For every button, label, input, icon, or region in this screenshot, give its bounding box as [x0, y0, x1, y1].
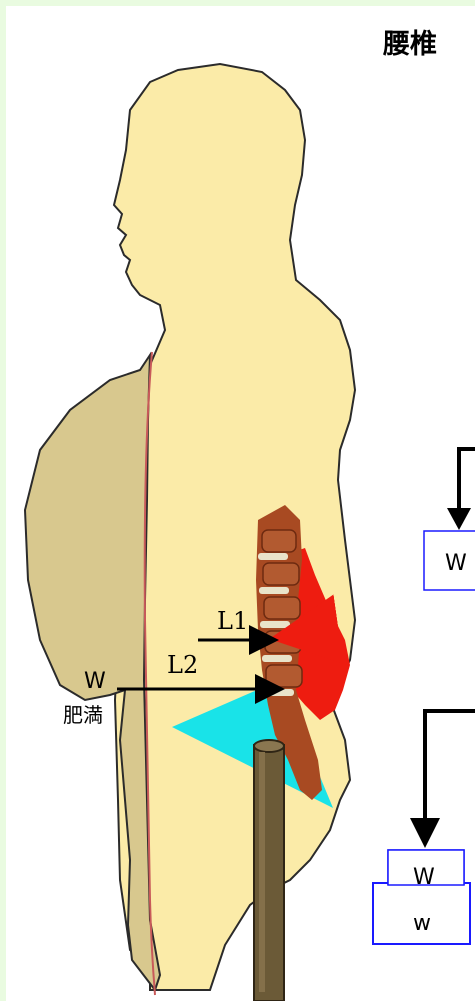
body-silhouette — [114, 64, 355, 990]
lever1-weight-box: W — [445, 551, 467, 576]
lever2-weight-box-bottom: w — [413, 911, 431, 936]
lever-diagram-2: W W w — [373, 711, 475, 944]
lever-diagram-1: W — [424, 449, 475, 590]
label-obese: 肥満 — [63, 703, 103, 727]
label-weight: W — [84, 669, 106, 694]
support-post — [254, 740, 284, 1001]
reaction-arrow — [290, 632, 318, 636]
label-l1: L1 — [217, 607, 248, 635]
label-l2: L2 — [167, 651, 198, 679]
lever2-weight-box-top-text: W — [413, 865, 435, 890]
title: 腰椎 — [382, 29, 437, 60]
